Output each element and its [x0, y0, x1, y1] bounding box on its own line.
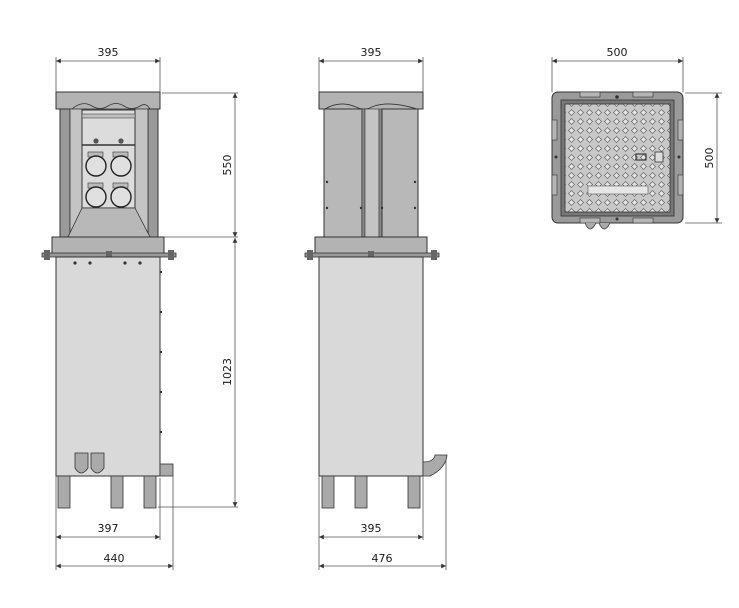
dim-top-width: 500	[607, 46, 628, 59]
socket-icon	[85, 182, 107, 208]
front-dimensions	[55, 57, 238, 570]
top-dimensions	[551, 57, 722, 224]
socket-icon	[85, 151, 107, 177]
lower-housing	[55, 256, 161, 477]
dim-top-height: 500	[703, 148, 716, 169]
socket-icon	[110, 151, 132, 177]
front-view	[41, 91, 177, 509]
conduit-bend	[422, 452, 448, 477]
lid-pattern	[564, 103, 671, 213]
dim-front-top-width: 395	[98, 46, 119, 59]
dim-side-base-width: 395	[361, 522, 382, 535]
switch-icon	[118, 138, 124, 144]
top-view	[551, 91, 684, 230]
dim-front-base-width: 397	[98, 522, 119, 535]
dim-front-lower-height: 1023	[221, 358, 234, 386]
cable-gland	[90, 452, 105, 474]
latch-icon	[635, 153, 647, 161]
side-view	[304, 91, 448, 509]
dim-side-overall-width: 476	[372, 552, 393, 565]
dim-side-top-width: 395	[361, 46, 382, 59]
socket-icon	[110, 182, 132, 208]
side-dimensions	[318, 57, 447, 570]
switch-icon	[93, 138, 99, 144]
dim-front-overall-width: 440	[104, 552, 125, 565]
dim-front-upper-height: 550	[221, 155, 234, 176]
cable-gland	[74, 452, 89, 474]
label-plate	[587, 185, 649, 195]
